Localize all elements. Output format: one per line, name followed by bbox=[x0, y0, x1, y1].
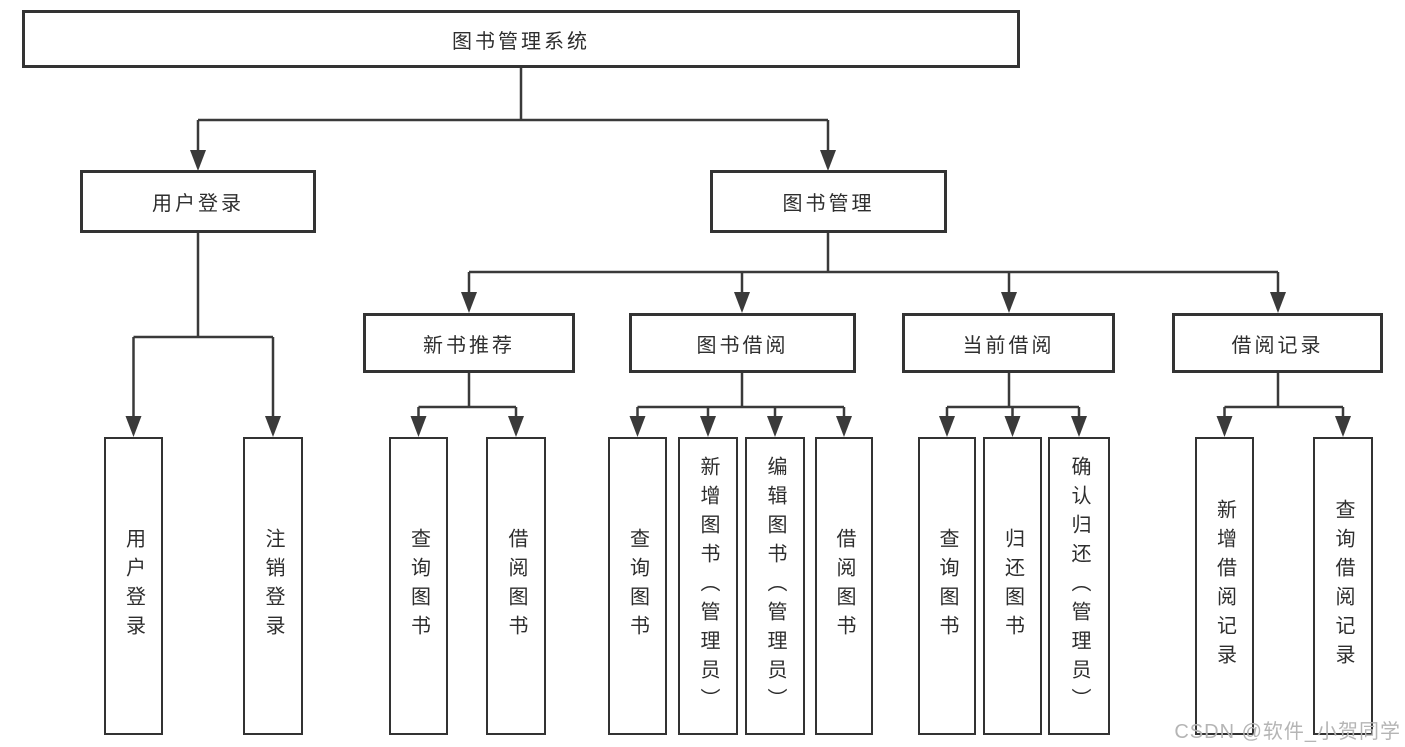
leaf-query-borrow-record: 查询借阅记录 bbox=[1313, 437, 1373, 735]
leaf-return-books: 归还图书 bbox=[983, 437, 1042, 735]
node-user-login-branch: 用户登录 bbox=[80, 170, 316, 233]
csdn-watermark: CSDN @软件_小贺同学 bbox=[1174, 721, 1401, 743]
leaf-edit-books-admin: 编辑图书（管理员） bbox=[745, 437, 805, 735]
leaf-user-login: 用户登录 bbox=[104, 437, 163, 735]
node-book-borrow: 图书借阅 bbox=[629, 313, 856, 373]
node-borrow-records: 借阅记录 bbox=[1172, 313, 1383, 373]
leaf-logout: 注销登录 bbox=[243, 437, 303, 735]
node-current-borrow: 当前借阅 bbox=[902, 313, 1115, 373]
leaf-current-query-books: 查询图书 bbox=[918, 437, 976, 735]
leaf-recommend-borrow-books: 借阅图书 bbox=[486, 437, 546, 735]
leaf-add-books-admin: 新增图书（管理员） bbox=[678, 437, 738, 735]
leaf-confirm-return-admin: 确认归还（管理员） bbox=[1048, 437, 1110, 735]
node-new-book-recommend: 新书推荐 bbox=[363, 313, 575, 373]
node-root-system: 图书管理系统 bbox=[22, 10, 1020, 68]
node-book-management-branch: 图书管理 bbox=[710, 170, 947, 233]
leaf-borrow-query-books: 查询图书 bbox=[608, 437, 667, 735]
leaf-recommend-query-books: 查询图书 bbox=[389, 437, 448, 735]
leaf-borrow-books: 借阅图书 bbox=[815, 437, 873, 735]
leaf-add-borrow-record: 新增借阅记录 bbox=[1195, 437, 1254, 735]
